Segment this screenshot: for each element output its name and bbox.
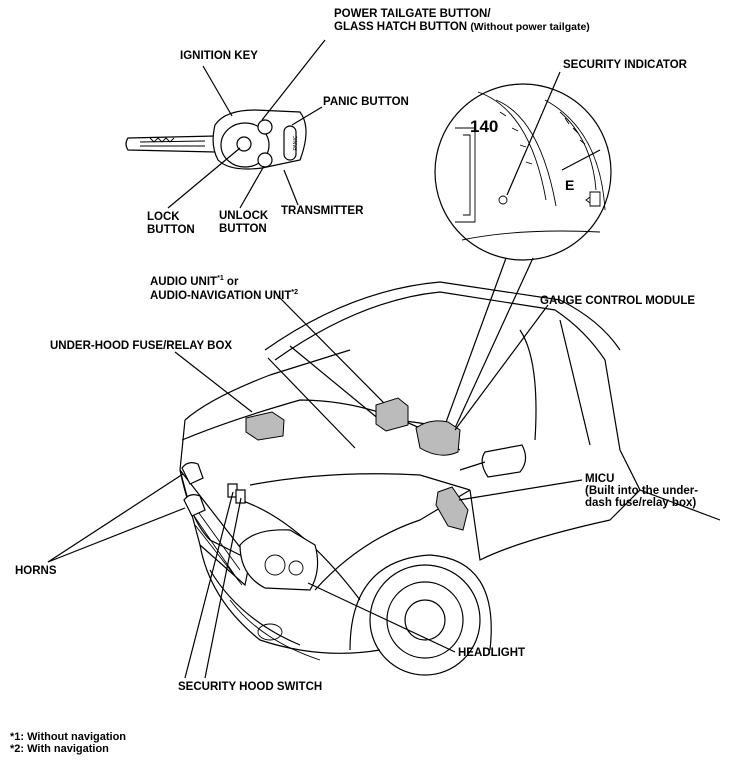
gauge-control-module-label: GAUGE CONTROL MODULE [540, 295, 696, 307]
audio-unit-label-2: AUDIO-NAVIGATION UNIT*2 [150, 286, 298, 303]
unlock-button-label-1: UNLOCK [219, 210, 269, 222]
ignition-key-illustration: PANIC [125, 109, 307, 170]
gauge-140-text: 140 [470, 117, 498, 136]
audio-footnote-2-marker: *2 [291, 289, 299, 296]
security-indicator-leader [506, 71, 561, 196]
audio-unit-label-1: AUDIO UNIT*1 or [150, 272, 238, 289]
security-indicator-label: SECURITY INDICATOR [563, 59, 687, 71]
without-power-tailgate-note: (Without power tailgate) [470, 21, 590, 33]
power-tailgate-label-1: POWER TAILGATE BUTTON/ [334, 8, 491, 20]
security-hood-switch-label: SECURITY HOOD SWITCH [178, 681, 323, 693]
key-panic-text: PANIC [293, 135, 299, 150]
headlight-label: HEADLIGHT [458, 647, 526, 659]
gauge-e-text: E [565, 177, 574, 193]
vehicle-illustration [179, 281, 721, 676]
under-hood-fuse-box-label: UNDER-HOOD FUSE/RELAY BOX [50, 340, 233, 352]
horns-label: HORNS [15, 565, 57, 577]
lock-button-label-2: BUTTON [147, 224, 195, 236]
audio-unit-text: AUDIO UNIT [150, 275, 218, 288]
glass-hatch-label: GLASS HATCH BUTTON [334, 21, 468, 33]
magnifier-line-1 [444, 257, 507, 426]
gauge-magnifier: 140 E [434, 83, 612, 261]
vehicle-leaders [47, 295, 583, 679]
footnote-1: *1: Without navigation [10, 731, 127, 743]
magnifier-line-2 [454, 257, 534, 429]
key-leaders [167, 39, 326, 209]
footnote-2: *2: With navigation [10, 743, 109, 755]
lock-button-label-1: LOCK [147, 211, 180, 223]
micu-label-2: (Built into the under- [585, 485, 699, 497]
unlock-button-label-2: BUTTON [219, 223, 267, 235]
audio-or-text: or [223, 275, 239, 288]
transmitter-label: TRANSMITTER [281, 205, 364, 217]
panic-button-label: PANIC BUTTON [323, 96, 409, 108]
power-tailgate-label-2: GLASS HATCH BUTTON (Without power tailga… [334, 21, 590, 34]
ignition-key-label: IGNITION KEY [180, 50, 258, 62]
audio-navigation-text: AUDIO-NAVIGATION UNIT [150, 289, 292, 302]
micu-label-3: dash fuse/relay box) [585, 497, 697, 509]
audio-footnote-1-marker: *1 [217, 275, 224, 282]
micu-label-1: MICU [585, 473, 615, 485]
